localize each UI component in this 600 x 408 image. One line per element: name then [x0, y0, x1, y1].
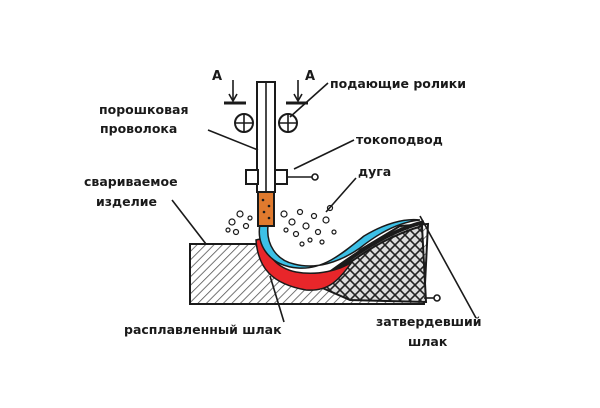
weld-pool [255, 237, 353, 291]
section-mark-right: А [286, 69, 315, 105]
label-workpiece-line2: изделие [96, 194, 157, 209]
label-molten-slag: расплавленный шлак [124, 322, 282, 337]
leader-lines [171, 82, 477, 323]
down-arrow-icon [228, 93, 238, 103]
label-arc: дуга [358, 164, 391, 179]
section-mark-a-right: А [305, 69, 315, 84]
molten-slag [258, 218, 421, 269]
down-arrow-icon [293, 93, 303, 103]
label-workpiece-line1: свариваемое [84, 174, 178, 189]
feed-roller-icon [234, 113, 298, 133]
label-solidified-slag-line1: затвердевший [376, 314, 482, 329]
label-wire-line1: порошковая [99, 102, 188, 117]
current-lead-contact [245, 169, 319, 185]
section-mark-a-left: А [212, 69, 222, 84]
label-feed-rollers: подающие ролики [330, 76, 466, 91]
labels: подающие ролики порошковая проволока ток… [84, 76, 482, 349]
flux-cored-wire [256, 81, 276, 227]
label-solidified-slag-line2: шлак [408, 334, 448, 349]
label-wire-line2: проволока [100, 121, 177, 136]
spatter-particles-icon [225, 204, 337, 247]
label-current-lead: токоподвод [356, 132, 443, 147]
section-mark-left: А [212, 69, 246, 105]
